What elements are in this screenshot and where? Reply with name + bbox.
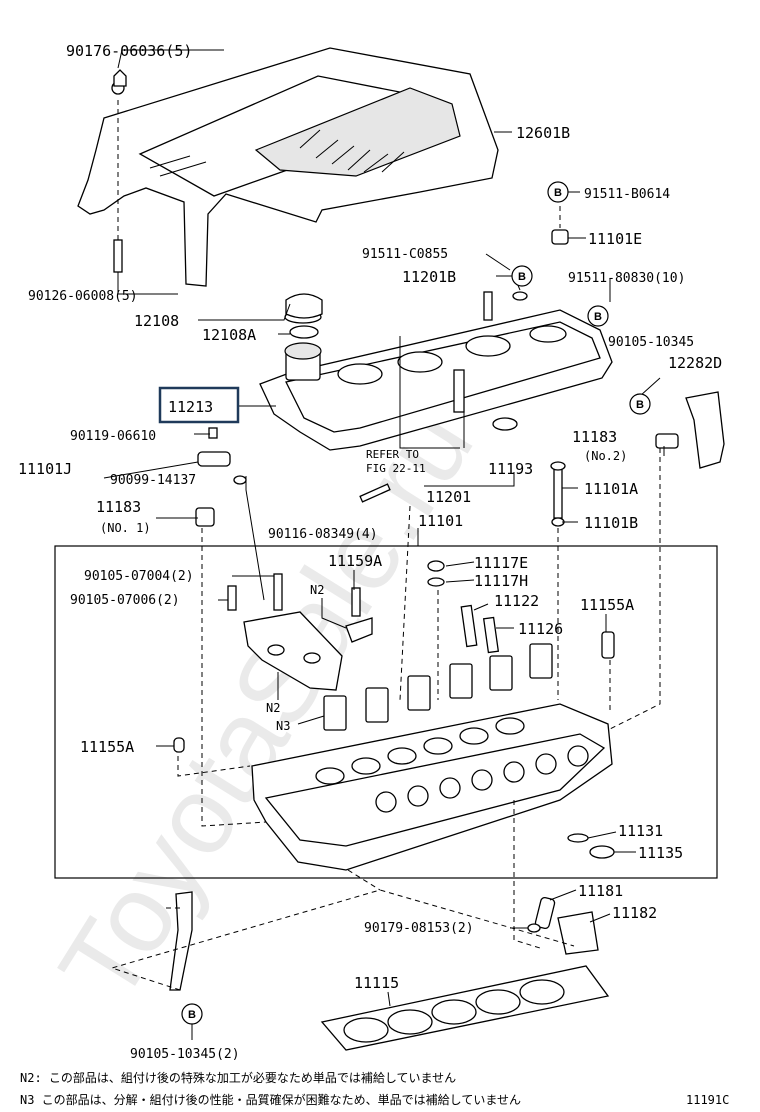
small-parts <box>113 69 725 991</box>
label-11182: 11182 <box>612 904 657 922</box>
label-11117E: 11117E <box>474 554 528 572</box>
oil-filler-cap <box>285 293 323 339</box>
label-12601B: 12601B <box>516 124 570 142</box>
label-11181: 11181 <box>578 882 623 900</box>
label-11101J: 11101J <box>18 460 72 478</box>
label-11126: 11126 <box>518 620 563 638</box>
label-11193: 11193 <box>488 460 533 478</box>
b-badge: B <box>181 1003 203 1025</box>
refer-line-1: REFER TO <box>366 448 419 461</box>
highlight-11213 <box>158 386 240 424</box>
figure-number: 11191C <box>686 1093 729 1107</box>
label-11183-no2: 11183 <box>572 428 617 446</box>
label-n2-bottom: N2 <box>266 701 280 715</box>
label-n2-top: N2 <box>310 583 324 597</box>
assembly-frame <box>54 545 718 879</box>
tappets <box>243 611 553 731</box>
label-11101: 11101 <box>418 512 463 530</box>
label-11159A: 11159A <box>328 552 382 570</box>
label-90116-08349: 90116-08349(4) <box>268 527 378 542</box>
b-badge: B <box>629 393 651 415</box>
label-90105-10345-2: 90105-10345(2) <box>130 1047 240 1062</box>
svg-text:B: B <box>188 1009 196 1021</box>
label-91511-80830: 91511-80830(10) <box>568 271 685 286</box>
b-badge: B <box>587 305 609 327</box>
label-90099-14137: 90099-14137 <box>110 473 196 488</box>
label-11135: 11135 <box>638 844 683 862</box>
label-11155A-left: 11155A <box>80 738 134 756</box>
label-12108A: 12108A <box>202 326 256 344</box>
part-labels: 90176-06036(5) 12601B 91511-B0614 11101E… <box>18 42 729 1107</box>
cylinder-head-part <box>251 703 613 871</box>
svg-text:B: B <box>636 399 644 411</box>
label-11183-no2-note: (No.2) <box>584 449 627 463</box>
label-11101B: 11101B <box>584 514 638 532</box>
refer-line-2: FIG 22-11 <box>366 462 426 475</box>
b-badge: B <box>547 181 569 203</box>
label-11155A-right: 11155A <box>580 596 634 614</box>
label-90126-06008: 90126-06008(5) <box>28 289 138 304</box>
label-11101A: 11101A <box>584 480 638 498</box>
label-n3: N3 <box>276 719 290 733</box>
head-gasket-part <box>320 965 610 1051</box>
label-90105-07006: 90105-07006(2) <box>70 593 180 608</box>
label-91511-B0614: 91511-B0614 <box>584 187 670 202</box>
svg-text:B: B <box>594 311 602 323</box>
label-11131: 11131 <box>618 822 663 840</box>
label-90119-06610: 90119-06610 <box>70 429 156 444</box>
label-11183-no1-note: (NO. 1) <box>100 521 151 535</box>
svg-text:B: B <box>554 187 562 199</box>
label-11115: 11115 <box>354 974 399 992</box>
label-90105-10345: 90105-10345 <box>608 335 694 350</box>
label-90179-08153: 90179-08153(2) <box>364 921 474 936</box>
label-12282D: 12282D <box>668 354 722 372</box>
footnote-n2: N2: この部品は、組付け後の特殊な加工が必要なため単品では補給していません <box>20 1070 456 1085</box>
label-11101E: 11101E <box>588 230 642 248</box>
label-11183-no1: 11183 <box>96 498 141 516</box>
svg-text:B: B <box>518 271 526 283</box>
label-90176-06036: 90176-06036(5) <box>66 42 192 60</box>
footnote-n3: N3 この部品は、分解・組付け後の性能・品質確保が困難なため、単品では補給してい… <box>20 1092 521 1107</box>
label-11122: 11122 <box>494 592 539 610</box>
label-11213: 11213 <box>168 398 213 416</box>
engine-cover-part <box>77 47 499 287</box>
label-91511-C0855: 91511-C0855 <box>362 247 448 262</box>
label-90105-07004: 90105-07004(2) <box>84 569 194 584</box>
label-12108: 12108 <box>134 312 179 330</box>
label-11201B: 11201B <box>402 268 456 286</box>
b-badge: B <box>511 265 533 287</box>
label-11201: 11201 <box>426 488 471 506</box>
guide-lines <box>110 100 661 991</box>
label-11117H: 11117H <box>474 572 528 590</box>
